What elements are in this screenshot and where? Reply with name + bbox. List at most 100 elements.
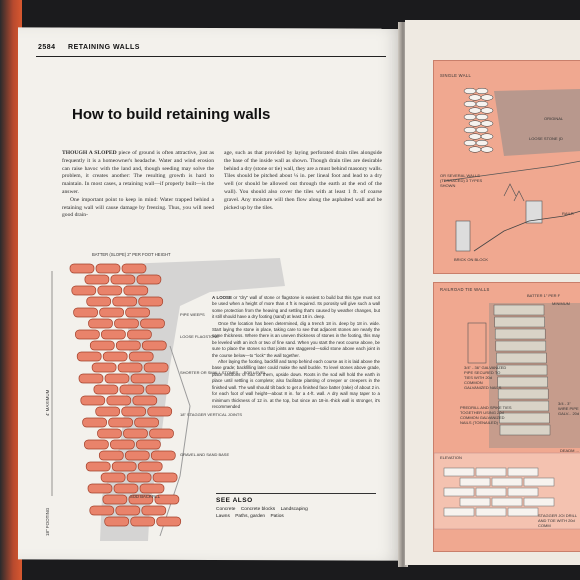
slope-line xyxy=(443,160,580,182)
panel-label: RAILR xyxy=(562,211,574,216)
stone xyxy=(126,472,152,483)
stone xyxy=(102,351,128,362)
elevation-tie xyxy=(523,497,555,507)
stone xyxy=(475,87,489,95)
see-also-rule xyxy=(216,493,376,494)
see-also-link[interactable]: Concrete xyxy=(216,507,236,512)
elevation-tie xyxy=(507,487,539,497)
stone xyxy=(80,395,106,406)
see-also-link[interactable]: Patios xyxy=(270,514,284,519)
figure-callout: SHORTER OR SMALL STONES ... FOR LEVEL xyxy=(180,370,267,375)
stone xyxy=(154,494,180,505)
railroad-tie xyxy=(493,304,545,316)
paragraph-1: piece of ground is often attractive, jus… xyxy=(62,150,214,195)
stone xyxy=(128,351,154,362)
stone xyxy=(156,516,182,527)
see-also-link[interactable]: Landscaping xyxy=(280,507,308,512)
elevation-tie xyxy=(443,467,475,477)
single-wall-panel: SINGLE WALL ORIGINAL LOOSE STONE (D OR S… xyxy=(433,60,580,274)
stone xyxy=(145,384,171,395)
see-also-link[interactable]: Lawns xyxy=(216,514,230,519)
stone xyxy=(97,285,123,296)
stone xyxy=(480,120,494,127)
panel-label: 3/4 - 3" WIRE PIPE GALV... 20d xyxy=(558,401,580,416)
tie-side xyxy=(467,322,487,364)
stone xyxy=(137,461,163,472)
panel-label: ORIGINAL xyxy=(544,116,564,121)
stone xyxy=(147,406,173,417)
panel-label: OR SEVERAL WALLS (TERRACED) 3 TYPES SHOW… xyxy=(440,173,483,188)
stone xyxy=(480,146,494,153)
stone xyxy=(87,483,113,494)
stone xyxy=(475,139,489,147)
stone xyxy=(104,373,130,384)
stone xyxy=(463,113,477,121)
stone xyxy=(82,417,107,428)
stone xyxy=(468,133,482,140)
dry-stone-wall-illustration: 4' MAXIMUM 18" FOOTING BATTER (SLOPE) 2"… xyxy=(45,252,285,541)
stone xyxy=(468,120,482,127)
book-spine xyxy=(0,0,22,580)
stone xyxy=(149,428,174,439)
stone xyxy=(110,439,135,450)
paragraph-2: One important point to keep in mind: Wat… xyxy=(62,196,214,219)
stone xyxy=(71,285,97,296)
article-title: How to build retaining walls xyxy=(72,106,271,123)
stone xyxy=(141,505,167,516)
see-also-link[interactable]: Paths, garden xyxy=(235,514,266,519)
railroad-tie xyxy=(497,376,548,388)
stone xyxy=(75,329,100,340)
stone xyxy=(115,505,141,516)
panel-label: ELEVATION xyxy=(440,455,462,460)
stone xyxy=(475,100,489,108)
tie-stack xyxy=(493,304,551,436)
stone xyxy=(480,107,494,114)
stone xyxy=(468,146,482,153)
batter-label: BATTER (SLOPE) 2" PER FOOT HEIGHT xyxy=(92,252,171,257)
stone xyxy=(110,274,136,285)
stone xyxy=(102,494,128,505)
railroad-tie xyxy=(499,424,551,436)
panel-label: MINIMUM xyxy=(552,301,570,306)
stone xyxy=(128,494,154,505)
stone xyxy=(104,516,130,527)
body-column-3: A LOOSE or "dry" wall of stone or flagst… xyxy=(212,295,380,410)
height-label: 4' MAXIMUM xyxy=(45,389,50,416)
railroad-tie xyxy=(499,412,550,424)
figure-callout: PIPE WEEPS xyxy=(180,312,205,317)
stone xyxy=(78,373,104,384)
elevation-tie xyxy=(443,487,475,497)
panel-label: DEADM ... xyxy=(560,448,579,453)
stone xyxy=(100,472,126,483)
stone xyxy=(115,340,141,351)
sod-label: SOD BACKFILL xyxy=(130,494,161,499)
see-also-links: Concrete Concrete blocks Landscaping Law… xyxy=(216,506,376,520)
figure-callout: 18" STAGGER VERTICAL JOINTS xyxy=(180,412,242,417)
panel-title: SINGLE WALL xyxy=(440,73,472,78)
panel-label: LOOSE STONE (D xyxy=(529,136,563,141)
header-rule xyxy=(36,56,386,58)
stone xyxy=(89,340,115,351)
stone xyxy=(140,318,165,329)
stone xyxy=(101,329,126,340)
panel-label: 3/4" - 36" GALVANIZED PIPE SECURED TO TI… xyxy=(464,365,507,390)
stone xyxy=(123,428,148,439)
stone xyxy=(95,406,121,417)
stone xyxy=(480,94,494,101)
stone xyxy=(88,318,113,329)
see-also-link[interactable]: Concrete blocks xyxy=(240,507,276,512)
panel-title: RAILROAD TIE WALLS xyxy=(440,287,490,292)
paragraph-4: or "dry" wall of stone or flagstone is e… xyxy=(212,295,380,320)
stone xyxy=(121,263,147,274)
stone xyxy=(152,472,178,483)
paragraph-6: After laying the footing, backfill and t… xyxy=(212,359,380,409)
stone xyxy=(108,417,133,428)
stone xyxy=(113,483,139,494)
stone xyxy=(130,516,156,527)
stone xyxy=(475,126,489,134)
stone xyxy=(130,373,156,384)
stone xyxy=(132,395,158,406)
stone xyxy=(98,450,124,461)
elevation-tie xyxy=(475,487,507,497)
elevation-tie xyxy=(475,507,507,517)
